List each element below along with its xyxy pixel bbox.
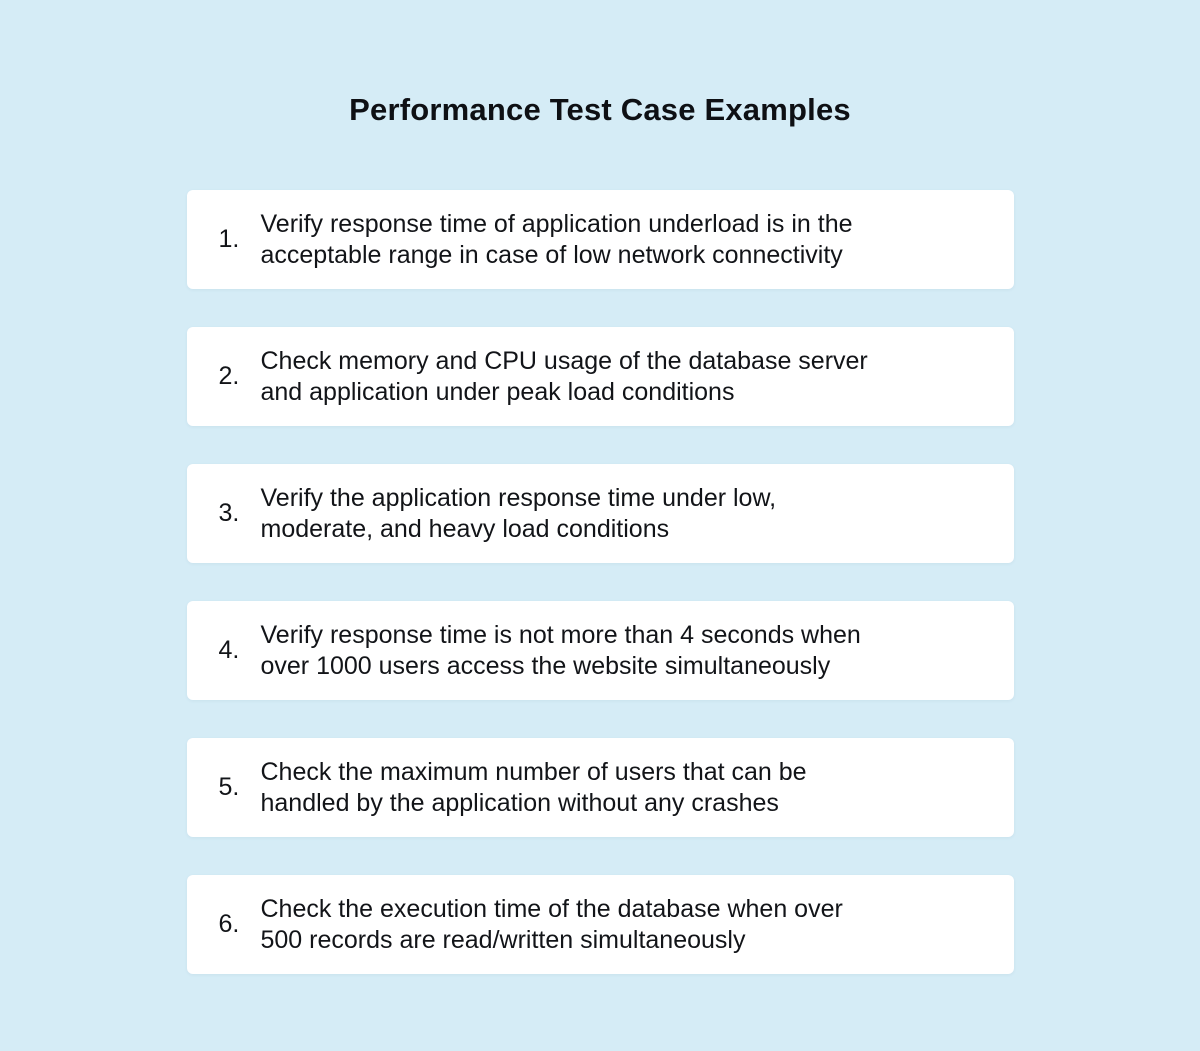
item-text-line: Verify response time is not more than 4 … [260,620,861,649]
item-text-line: acceptable range in case of low network … [260,240,843,269]
item-text-line: Verify response time of application unde… [260,209,853,238]
test-case-card-2: 2. Check memory and CPU usage of the dat… [186,327,1014,426]
item-text: Check memory and CPU usage of the databa… [261,346,986,408]
item-text: Verify the application response time und… [261,483,986,545]
item-text-line: and application under peak load conditio… [260,377,735,406]
item-text-line: moderate, and heavy load conditions [260,514,670,543]
item-number: 5. [218,773,240,801]
item-text-line: handled by the application without any c… [260,788,779,817]
test-case-card-1: 1. Verify response time of application u… [186,190,1014,289]
item-text-line: Check memory and CPU usage of the databa… [260,346,868,375]
item-text-line: Check the maximum number of users that c… [260,757,807,786]
test-case-card-6: 6. Check the execution time of the datab… [186,875,1014,974]
item-number: 1. [218,225,240,253]
item-number: 2. [218,362,240,390]
item-number: 3. [218,499,240,527]
test-case-card-5: 5. Check the maximum number of users tha… [186,738,1014,837]
item-text-line: over 1000 users access the website simul… [260,651,831,680]
item-text-line: Verify the application response time und… [260,483,777,512]
item-number: 4. [218,636,240,664]
item-text: Check the maximum number of users that c… [261,757,986,819]
item-text: Verify response time is not more than 4 … [261,620,986,682]
item-text-line: 500 records are read/written simultaneou… [260,925,746,954]
test-case-list: 1. Verify response time of application u… [186,190,1014,974]
item-text: Verify response time of application unde… [261,209,986,271]
test-case-card-3: 3. Verify the application response time … [186,464,1014,563]
item-text: Check the execution time of the database… [261,894,986,956]
item-number: 6. [218,910,240,938]
page-title: Performance Test Case Examples [349,92,851,127]
item-text-line: Check the execution time of the database… [260,894,843,923]
test-case-card-4: 4. Verify response time is not more than… [186,601,1014,700]
